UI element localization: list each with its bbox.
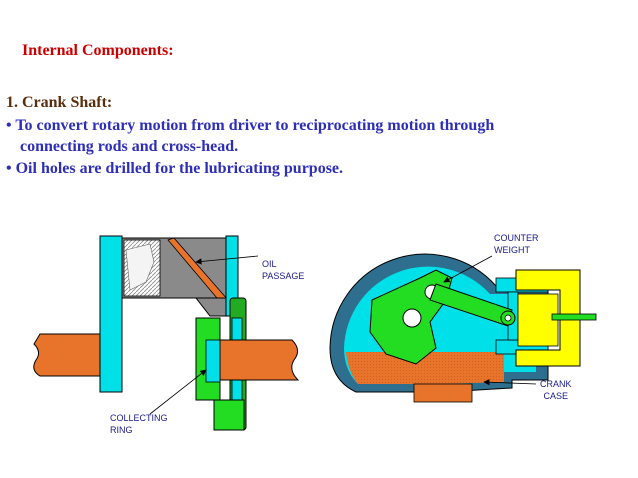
connecting-rod bbox=[429, 283, 513, 327]
crank-case-section bbox=[329, 253, 597, 403]
oil-sump bbox=[346, 352, 504, 384]
counter-weight-label-line-2: WEIGHT bbox=[494, 245, 530, 255]
slide-heading: Internal Components: bbox=[22, 42, 174, 59]
section-title: 1. Crank Shaft: bbox=[6, 94, 113, 111]
crank-case-label-line-1: CRANK bbox=[540, 379, 572, 389]
collecting-ring-label-line-1: COLLECTING bbox=[110, 413, 168, 423]
oil-passage-label: OIL PASSAGE bbox=[262, 258, 304, 282]
oil-passage-label-line-1: OIL bbox=[262, 259, 277, 269]
counter-weight-label-line-1: COUNTER bbox=[494, 233, 539, 243]
counter-weight-label: COUNTER WEIGHT bbox=[494, 232, 539, 256]
crank-case-label: CRANK CASE bbox=[540, 378, 572, 402]
left-crank-web bbox=[99, 235, 123, 393]
bullet-2: • Oil holes are drilled for the lubricat… bbox=[6, 160, 344, 177]
bullet-1-line-1: • To convert rotary motion from driver t… bbox=[6, 117, 495, 134]
main-journal-hole bbox=[402, 308, 422, 328]
left-shaft bbox=[33, 333, 105, 377]
oil-passage-label-line-2: PASSAGE bbox=[262, 271, 305, 281]
collecting-ring-label-line-2: RING bbox=[110, 425, 133, 435]
crankshaft-section bbox=[33, 235, 300, 431]
piston-rod bbox=[551, 313, 597, 321]
collecting-ring-label: COLLECTING RING bbox=[110, 412, 168, 436]
right-shaft bbox=[219, 339, 300, 381]
cross-head bbox=[515, 269, 581, 367]
oil-drain-box bbox=[413, 383, 473, 403]
bullet-1-line-2: connecting rods and cross-head. bbox=[20, 138, 239, 155]
crank-case-label-line-2: CASE bbox=[543, 391, 569, 401]
